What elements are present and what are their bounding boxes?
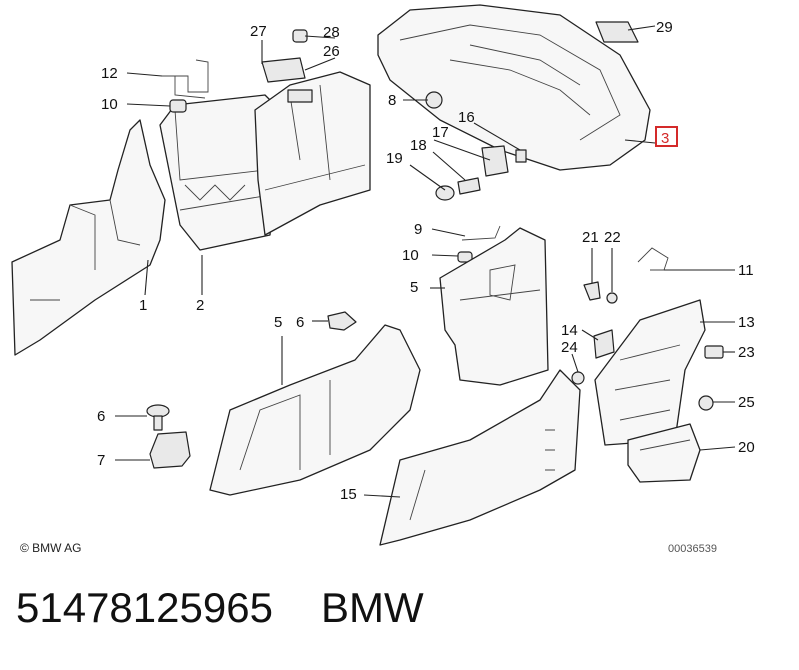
part-4-partition-trim xyxy=(439,227,549,386)
part-28-grommet xyxy=(292,29,308,43)
label-part-28: 28 xyxy=(323,24,340,41)
label-part-26: 26 xyxy=(323,43,340,60)
part-3-trunk-lid-trim xyxy=(377,4,651,171)
label-part-6-top: 6 xyxy=(296,314,304,331)
part-14-bracket xyxy=(593,329,615,359)
part-18-screw xyxy=(457,177,481,195)
part-6-push-clip-top xyxy=(327,311,357,331)
label-part-1: 1 xyxy=(139,297,147,314)
label-part-12: 12 xyxy=(101,65,118,82)
part-labels: 12 10 27 28 26 1 2 29 3 8 16 17 18 19 9 … xyxy=(97,19,755,503)
copyright-notice: © BMW AG xyxy=(20,541,82,555)
part-25-grommet xyxy=(698,395,714,411)
part-24-clip xyxy=(571,371,585,385)
label-part-24: 24 xyxy=(561,339,578,356)
label-part-16: 16 xyxy=(458,109,475,126)
label-part-4: 5 xyxy=(410,279,418,296)
part-16-clip xyxy=(515,149,527,163)
highlight-box-part-3 xyxy=(655,126,678,147)
label-part-21: 21 xyxy=(582,229,599,246)
part-17-bracket xyxy=(481,145,509,177)
label-part-11: 11 xyxy=(738,262,754,279)
label-part-27: 27 xyxy=(250,23,267,40)
part-19-plug xyxy=(435,185,455,201)
caption: 51478125965 BMW xyxy=(16,584,424,632)
part-20-tray xyxy=(627,423,701,483)
label-part-15: 15 xyxy=(340,486,357,503)
label-part-7: 7 xyxy=(97,452,105,469)
part-26-center-panel xyxy=(254,71,371,236)
part-6-push-clip xyxy=(146,404,170,431)
part-27-bracket xyxy=(261,57,306,83)
part-13-storage-box xyxy=(594,299,706,446)
part-29-handle xyxy=(595,21,639,43)
part-15-right-lower-trim xyxy=(379,369,581,546)
part-10-grommet-top xyxy=(169,99,187,113)
label-part-18: 18 xyxy=(410,137,427,154)
label-part-25: 25 xyxy=(738,394,755,411)
part-11-bracket xyxy=(637,247,669,271)
part-23-cap xyxy=(704,345,724,359)
label-part-2: 2 xyxy=(196,297,204,314)
label-part-23: 23 xyxy=(738,344,755,361)
label-part-29: 29 xyxy=(656,19,673,36)
leader-lines xyxy=(115,25,736,498)
label-part-14: 14 xyxy=(561,322,578,339)
part-5-left-lower-trim xyxy=(209,324,421,496)
label-part-22: 22 xyxy=(604,229,621,246)
label-part-10-top: 10 xyxy=(101,96,118,113)
label-part-9: 9 xyxy=(414,221,422,238)
label-part-19: 19 xyxy=(386,150,403,167)
part-1-left-side-trim xyxy=(11,119,166,356)
label-part-13: 13 xyxy=(738,314,755,331)
label-part-6: 6 xyxy=(97,408,105,425)
label-part-10-mid: 10 xyxy=(402,247,419,264)
diagram-id: 00036539 xyxy=(668,543,717,555)
part-7-bracket xyxy=(149,431,191,469)
part-10-grommet-mid xyxy=(457,251,473,263)
part-22-washer xyxy=(606,292,618,304)
part-12-clip xyxy=(162,59,209,99)
part-8-clip xyxy=(425,91,443,109)
caption-brand: BMW xyxy=(320,584,424,631)
label-part-20: 20 xyxy=(738,439,755,456)
label-part-5: 5 xyxy=(274,314,282,331)
label-part-17: 17 xyxy=(432,124,449,141)
label-part-8: 8 xyxy=(388,92,396,109)
caption-part-number: 51478125965 xyxy=(16,584,273,631)
part-9-bracket xyxy=(461,225,501,241)
part-21-clip xyxy=(583,281,601,301)
label-part-3[interactable]: 3 xyxy=(661,130,669,147)
